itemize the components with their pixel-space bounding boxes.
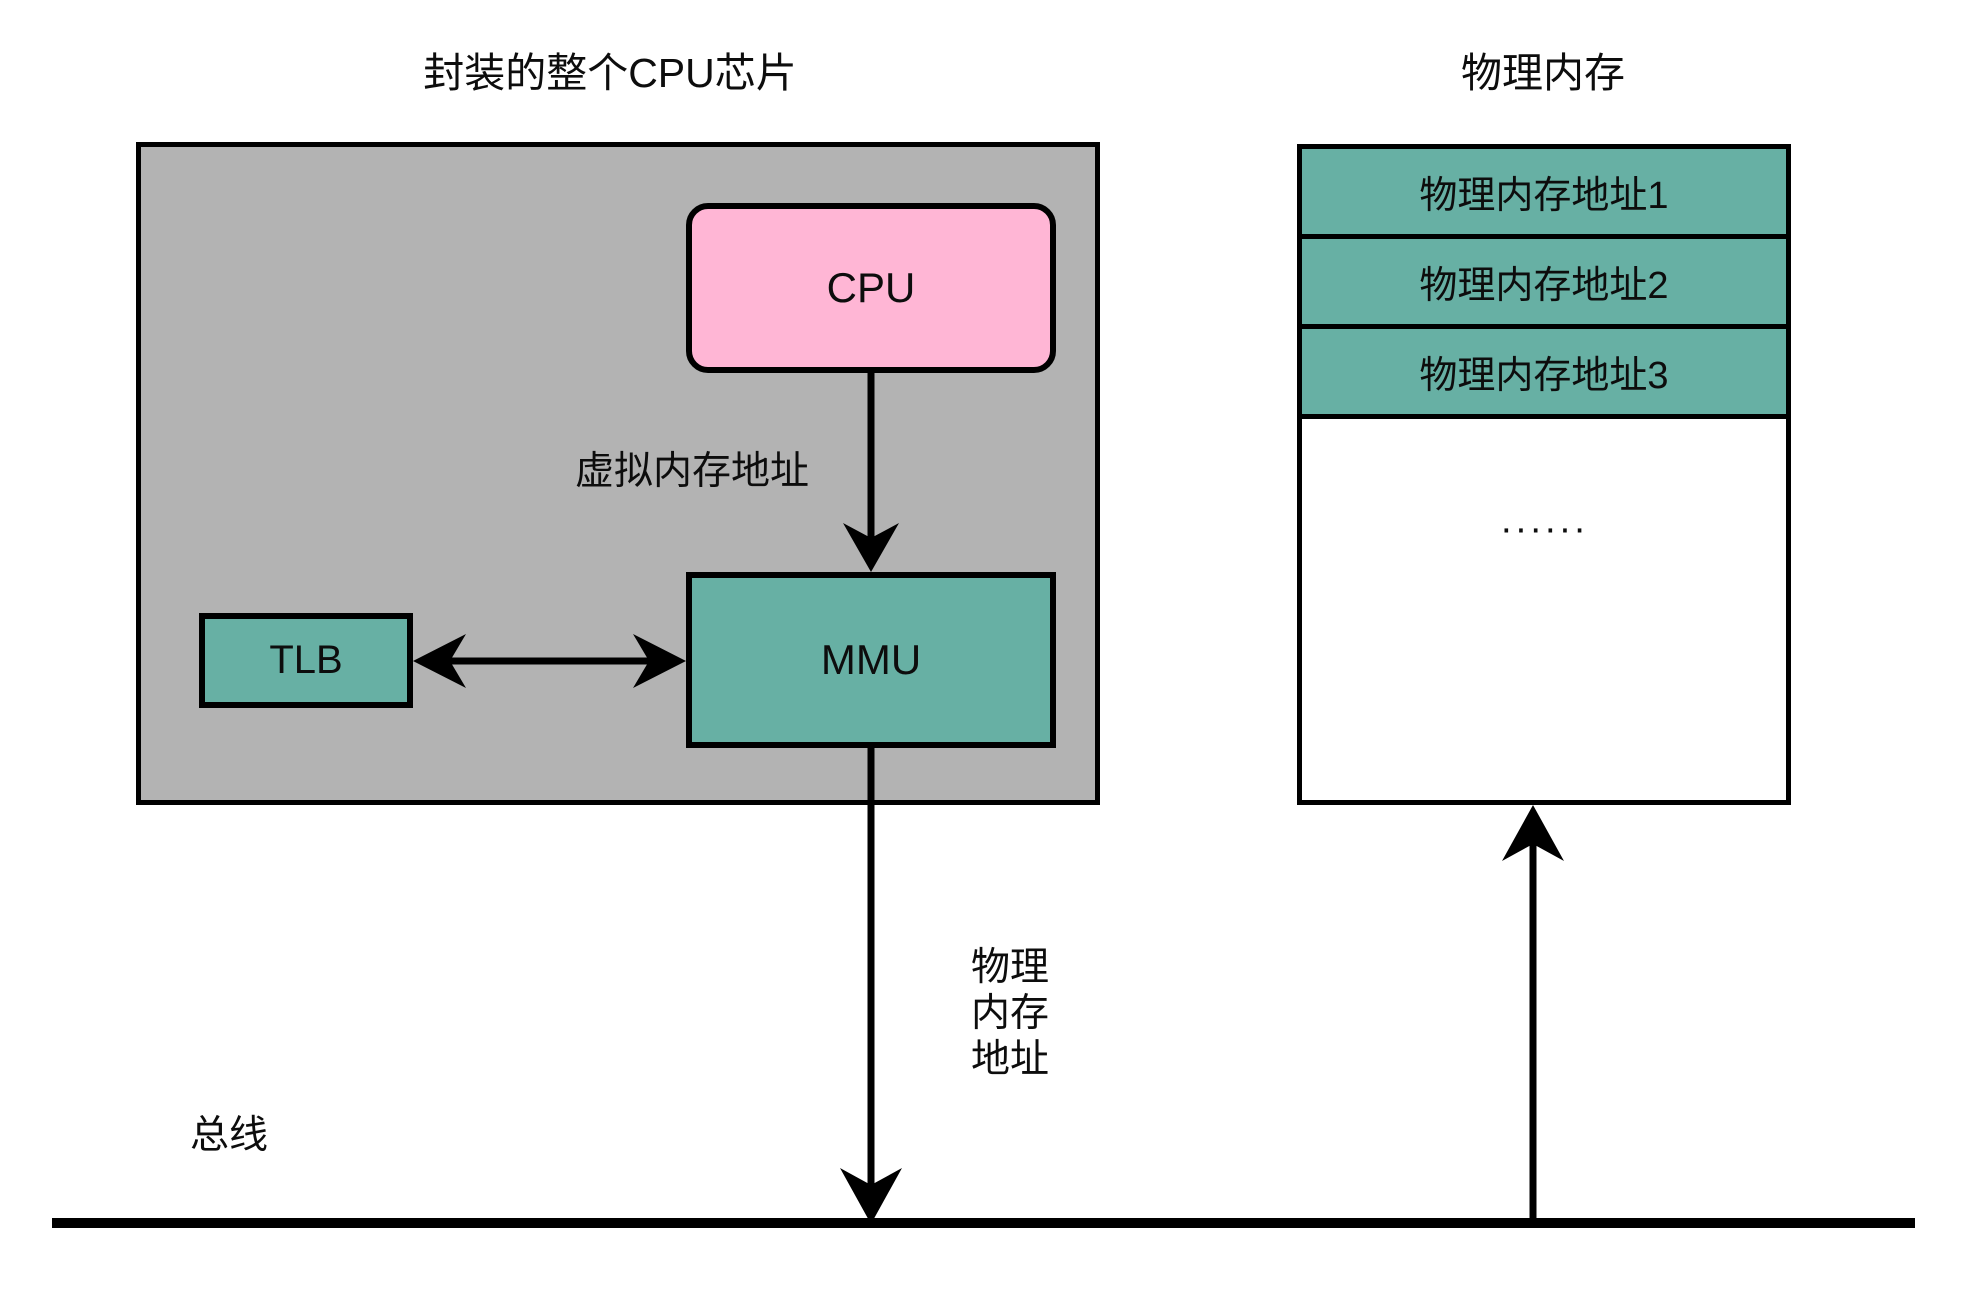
edge-cpu-to-mmu — [843, 373, 899, 572]
memory-cell[interactable]: 物理内存地址2 — [1302, 239, 1786, 329]
memory-cell[interactable]: 物理内存地址3 — [1302, 329, 1786, 419]
edge-tlb-mmu-bidirectional — [413, 634, 686, 688]
tlb-node[interactable] — [199, 613, 413, 708]
edge-bus-to-memory — [1502, 805, 1564, 1223]
mmu-node[interactable] — [686, 572, 1056, 748]
physical-memory-stack: 物理内存地址1 物理内存地址2 物理内存地址3 ······ — [1297, 144, 1791, 805]
cpu-node[interactable] — [686, 203, 1056, 373]
memory-ellipsis: ······ — [1302, 419, 1786, 800]
edge-mmu-to-bus — [840, 748, 902, 1224]
memory-cell[interactable]: 物理内存地址1 — [1302, 149, 1786, 239]
